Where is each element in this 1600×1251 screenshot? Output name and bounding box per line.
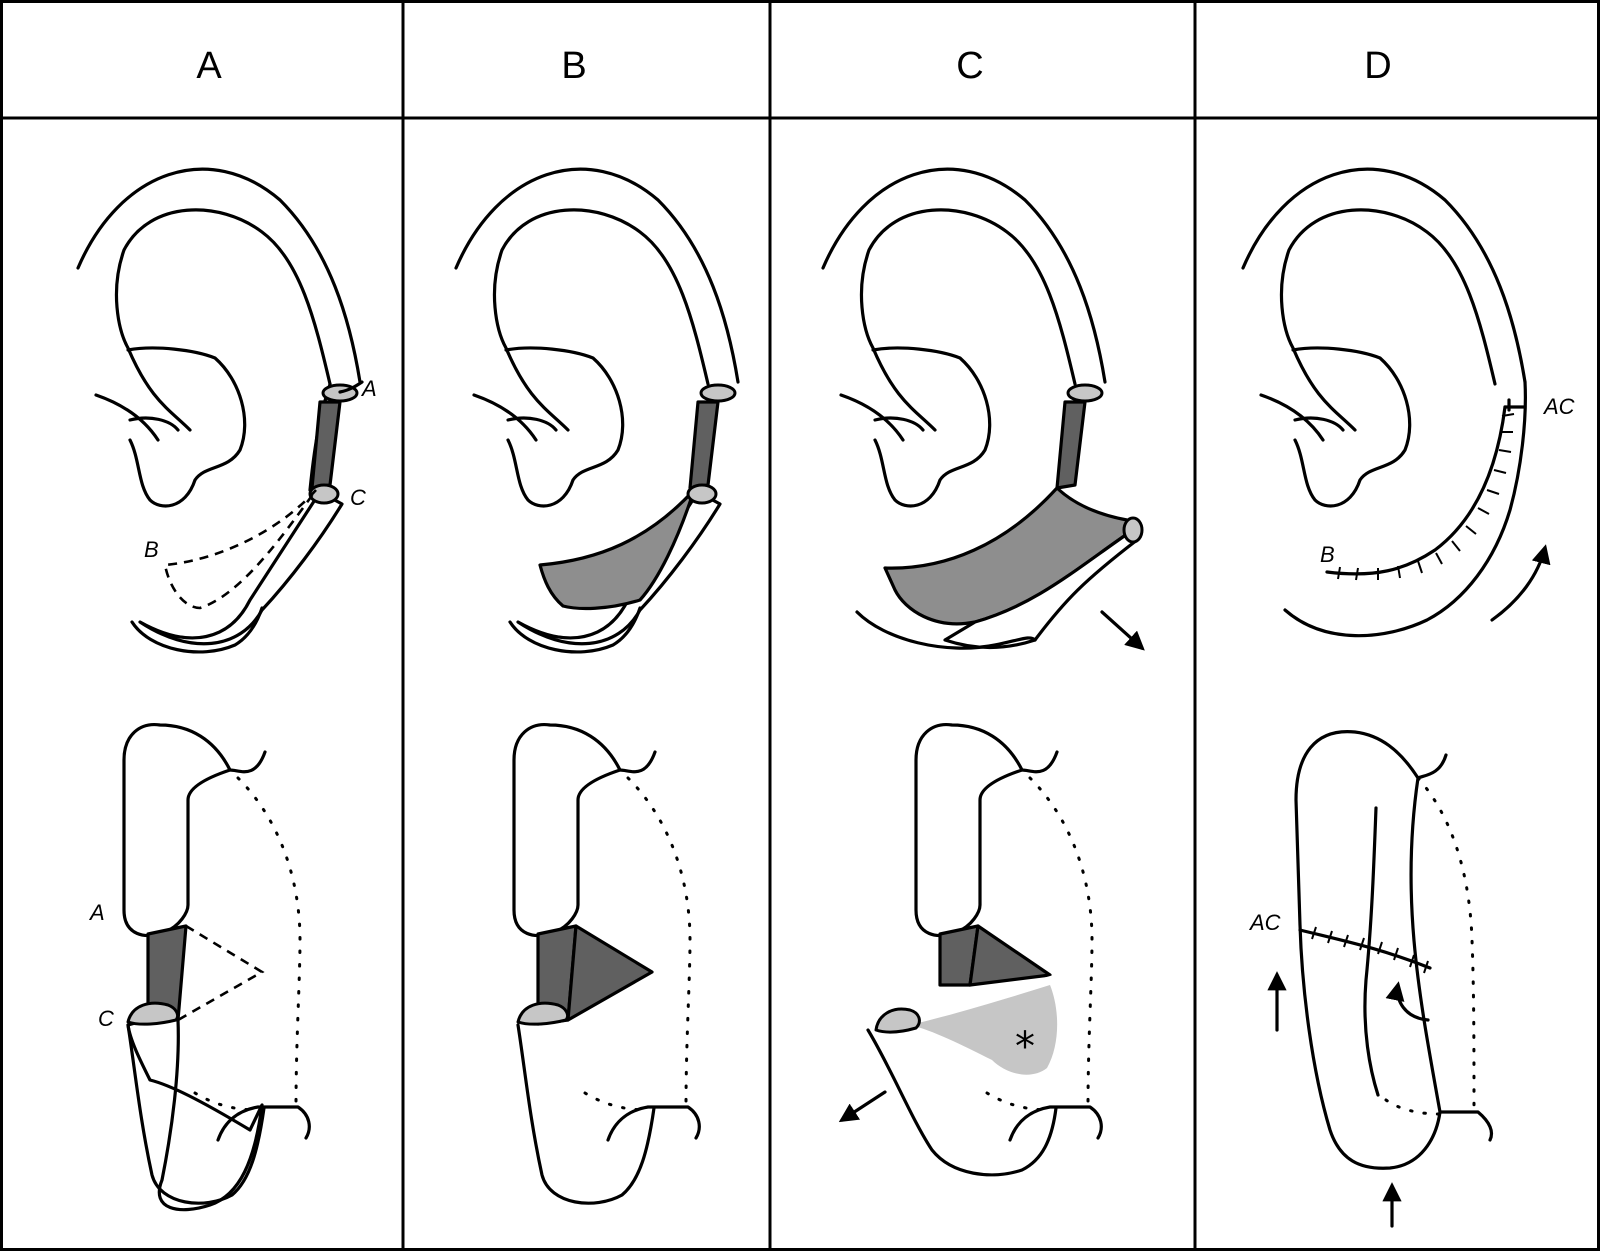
panel-c-ear-back [866,722,1103,1177]
panel-c-ear-front [821,167,1144,650]
label-c-upper: C [350,485,366,510]
panel-header-b: B [561,45,586,87]
label-b-d: B [1320,542,1335,567]
asterisk-mark: * [1015,1024,1035,1070]
label-a-upper: A [360,376,377,401]
panel-header-a: A [196,45,222,87]
panel-b-ear-front [454,167,740,654]
arrow-down-right [1100,610,1145,651]
label-a-lower: A [88,900,105,925]
label-ac-lower: AC [1248,910,1281,935]
label-ac-upper: AC [1542,394,1575,419]
panel-d-ear-front [1241,167,1527,638]
panel-b-ear-back [512,722,701,1205]
label-c-lower: C [98,1006,114,1031]
arrow-curved-hook [1385,981,1430,1022]
panel-a-ear-front [76,167,364,654]
panel-a-ear-back [122,722,311,1212]
panel-d-suture-lower [1311,926,1429,974]
panel-header-d: D [1364,45,1391,87]
panel-d-ear-back [1294,730,1494,1170]
arrow-curved-up [1490,544,1551,622]
arrow-down-left [838,1090,887,1123]
label-b-upper: B [144,537,159,562]
panel-d-suture-upper [1337,413,1515,581]
panel-header-c: C [956,45,983,87]
